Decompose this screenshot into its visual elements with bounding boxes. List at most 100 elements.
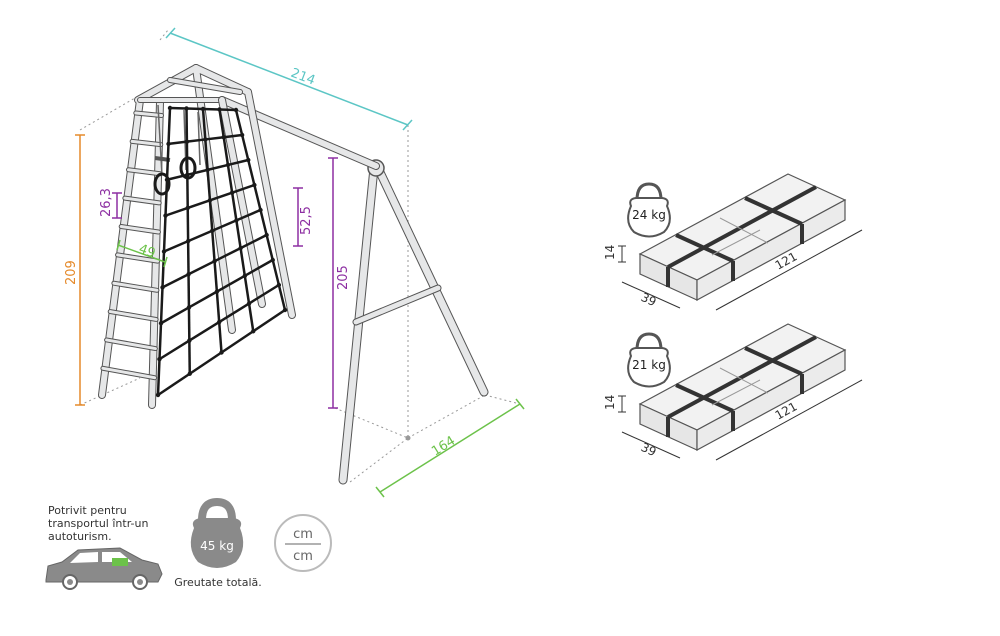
net-knot (158, 321, 164, 326)
car-text-line-1: Potrivit pentru (48, 504, 127, 517)
net-knot (200, 106, 206, 112)
box-height-label: 14 (603, 395, 617, 410)
kettlebell-body (627, 197, 671, 238)
ladder-rung-fill (123, 196, 161, 205)
net-knot (166, 141, 171, 147)
box-strap (667, 335, 817, 419)
net-knot (185, 238, 191, 244)
ladder-rung-fill (116, 253, 160, 263)
car-transport-info: Potrivit pentru transportul într-un auto… (45, 504, 163, 590)
box-length-dim (715, 229, 863, 311)
net-knot (246, 301, 252, 306)
net-knot (217, 107, 222, 112)
dimension-height: 209 (64, 134, 85, 406)
ladder-rung-fill (130, 139, 163, 147)
dimension-depth: 164 (375, 398, 525, 498)
net-knot (221, 135, 226, 140)
swing-set-frame (79, 29, 521, 485)
box-seam (711, 217, 769, 256)
net-knot (185, 205, 190, 211)
net-knot (239, 132, 245, 138)
units-top: cm (293, 527, 313, 542)
net-knot (212, 258, 217, 264)
car-icon (45, 547, 163, 590)
box-width-dim (621, 431, 681, 459)
car-text-line-3: autoturism. (48, 530, 112, 543)
net-knot (187, 371, 192, 376)
net-knot (270, 257, 275, 263)
top-beam (218, 96, 380, 170)
kettlebell-icon: 21 kg (627, 332, 671, 388)
net-knot (185, 172, 190, 178)
box-height-label: 14 (603, 245, 617, 260)
net-knot (203, 137, 208, 142)
kettlebell-body (627, 347, 671, 388)
ladder-rung-fill (119, 224, 160, 234)
net-knot (216, 319, 222, 325)
units-icon: cm cm (274, 514, 332, 572)
dimension-ladder-width: 49 (116, 239, 168, 268)
net-knot (184, 106, 189, 111)
height-label: 209 (64, 260, 79, 285)
net-knot (187, 338, 192, 343)
ladder-rung-fill (134, 111, 164, 117)
box-width-label: 39 (639, 440, 659, 459)
net-knot (157, 356, 162, 362)
car-text-line-2: transportul într-un (48, 517, 148, 530)
net-knot (205, 167, 210, 173)
net-knot (238, 245, 243, 251)
dimension-net-spacing: 52,5 (293, 187, 314, 247)
net-knot (155, 392, 161, 398)
ladder-rung-fill (108, 310, 158, 321)
kettlebell-icon: 45 kg (190, 497, 244, 568)
net-knot (207, 198, 213, 203)
net-knot (252, 182, 257, 188)
net-knot (160, 285, 165, 290)
box-width-label: 39 (639, 290, 659, 309)
net-knot (242, 273, 248, 279)
box-width-dim (621, 281, 681, 309)
climbing-net (155, 105, 288, 398)
net-knot (225, 162, 231, 168)
climbing-tower (98, 64, 296, 409)
net-knot (233, 107, 239, 113)
dimension-rung-spacing: 26,3 (99, 188, 122, 219)
ladder-rung-fill (112, 281, 159, 292)
box-strap (667, 185, 817, 269)
ladder-width-label: 49 (137, 242, 158, 262)
a-frame-right (338, 159, 489, 485)
ladder-rung-fill (127, 168, 162, 176)
net-knot (219, 350, 224, 355)
units-bottom: cm (293, 549, 313, 564)
net-knot (246, 157, 251, 163)
net-knot (186, 305, 192, 310)
net-knot (184, 139, 190, 144)
kettlebell-handle (635, 182, 663, 201)
package-weight-label: 24 kg (632, 208, 666, 222)
net-knot (163, 213, 168, 218)
ground-guides (79, 29, 521, 483)
depth-label: 164 (429, 434, 458, 460)
box-length-dim (715, 379, 863, 461)
beam-height-label: 205 (336, 265, 351, 290)
rung-spacing-label: 26,3 (99, 188, 114, 217)
box-seam (711, 367, 769, 406)
net-knot (214, 289, 220, 294)
dimension-beam-height: 205 (328, 157, 351, 409)
net-knot (276, 282, 282, 288)
net-knot (161, 249, 167, 254)
total-weight-value: 45 kg (200, 539, 234, 553)
width-label: 214 (289, 66, 318, 89)
net-knot (167, 105, 173, 111)
ladder-rung-fill (101, 366, 157, 380)
kettlebell-handle (635, 332, 663, 351)
net-knot (264, 232, 269, 238)
net-knot (186, 272, 191, 277)
ladder-rungs (100, 110, 165, 381)
total-weight-label: Greutate totală. (174, 576, 262, 589)
net-knot (234, 218, 239, 223)
total-weight-info: 45 kg Greutate totală. (174, 497, 262, 589)
net-knot (229, 190, 235, 195)
